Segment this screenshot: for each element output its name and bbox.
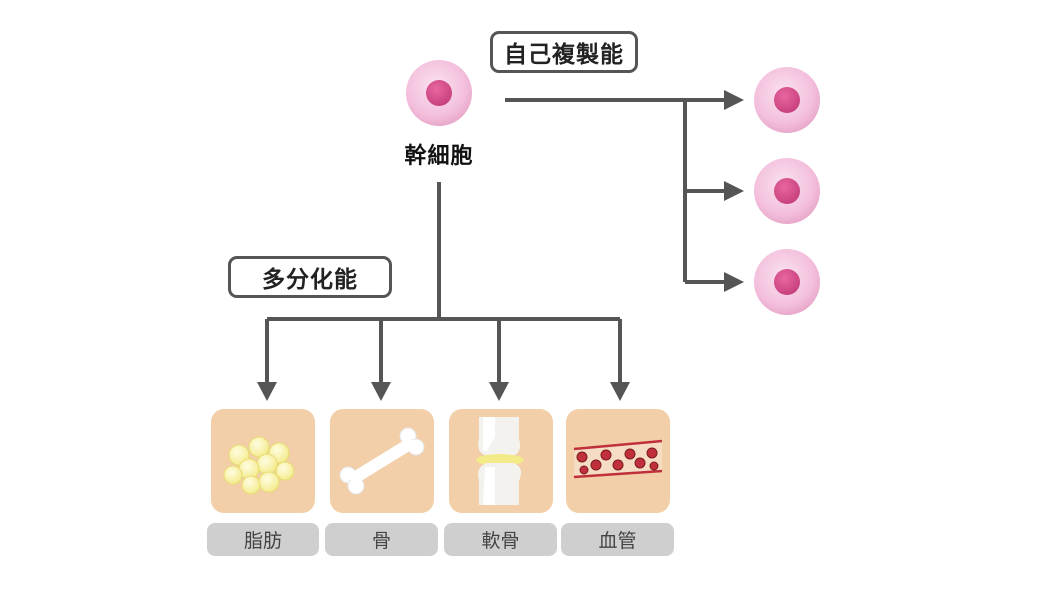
fat-tile bbox=[211, 409, 315, 513]
daughter-cell-1 bbox=[754, 67, 820, 133]
stem-cell bbox=[406, 60, 472, 126]
differentiation-arrows bbox=[265, 182, 622, 386]
fat-cells-icon bbox=[223, 436, 295, 495]
tissue-label-fat: 脂肪 bbox=[207, 523, 319, 556]
self-renewal-arrows bbox=[505, 98, 728, 284]
multipotency-label: 多分化能 bbox=[228, 256, 392, 298]
stem-cell-label: 幹細胞 bbox=[404, 144, 474, 169]
daughter-cell-3 bbox=[754, 249, 820, 315]
tissue-label-vessel: 血管 bbox=[561, 523, 674, 556]
cartilage-joint-icon bbox=[476, 417, 524, 505]
self-renewal-label: 自己複製能 bbox=[490, 31, 638, 73]
tissue-label-bone: 骨 bbox=[325, 523, 438, 556]
arrow-heads-right bbox=[724, 90, 744, 292]
blood-vessel-icon bbox=[573, 439, 663, 479]
vessel-tile bbox=[566, 409, 670, 513]
bone-tile bbox=[330, 409, 434, 513]
tissue-label-cartilage: 軟骨 bbox=[444, 523, 557, 556]
daughter-cell-2 bbox=[754, 158, 820, 224]
arrow-heads-down bbox=[257, 382, 630, 401]
bone-icon bbox=[339, 427, 425, 495]
cartilage-tile bbox=[449, 409, 553, 513]
